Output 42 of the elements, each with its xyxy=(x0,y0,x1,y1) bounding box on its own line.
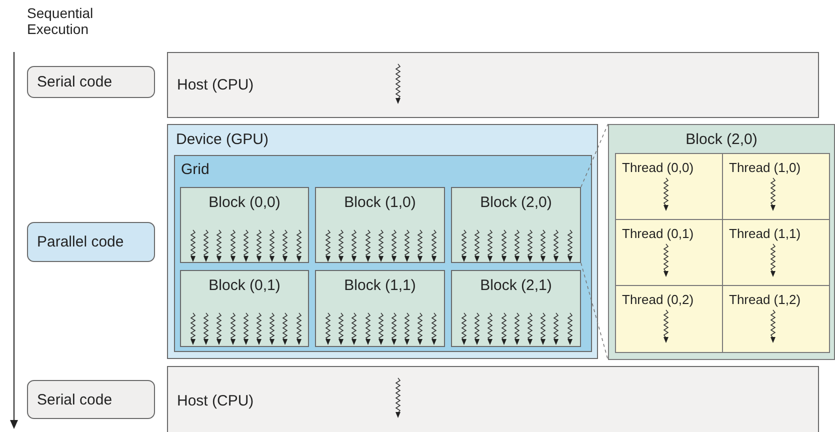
block-label: Block (2,1) xyxy=(479,277,553,294)
box-label: Serial code xyxy=(37,74,112,90)
box-label: Host (CPU) xyxy=(177,392,254,410)
box-label: Grid xyxy=(181,161,210,178)
block-box xyxy=(451,187,581,263)
thread-cell xyxy=(722,285,830,353)
box-label: Parallel code xyxy=(37,234,124,250)
block-box xyxy=(180,270,309,347)
block-box xyxy=(315,187,445,263)
block-box xyxy=(315,270,445,347)
block-label: Block (0,1) xyxy=(208,277,282,294)
axis-label: Sequential Execution xyxy=(27,5,94,37)
block-label: Thread (1,2) xyxy=(729,292,801,307)
block-box xyxy=(451,270,581,347)
box-label: Device (GPU) xyxy=(176,131,269,148)
block-label: Thread (1,1) xyxy=(729,226,801,241)
zoom-leader-line xyxy=(580,124,608,360)
box-label: Host (CPU) xyxy=(177,76,254,94)
thread-cell xyxy=(615,285,723,353)
thread-cell xyxy=(722,219,830,286)
block-detail-panel xyxy=(608,124,835,360)
thread-cell xyxy=(615,219,723,286)
device-panel xyxy=(167,124,598,359)
block-label: Block (0,0) xyxy=(208,194,282,211)
block-label: Thread (1,0) xyxy=(729,160,801,175)
block-label: Thread (0,0) xyxy=(622,160,694,175)
block-label: Thread (0,2) xyxy=(622,292,694,307)
block-label: Thread (0,1) xyxy=(622,226,694,241)
host-panel xyxy=(167,52,819,118)
block-label: Block (2,0) xyxy=(479,194,553,211)
block-box xyxy=(180,187,309,263)
thread-cell xyxy=(615,153,723,220)
grid-panel xyxy=(174,155,592,352)
block-label: Block (2,0) xyxy=(684,131,758,148)
code-box xyxy=(27,222,155,262)
block-label: Block (1,0) xyxy=(343,194,417,211)
host-panel xyxy=(167,366,819,432)
thread-cell xyxy=(722,153,830,220)
box-label: Serial code xyxy=(37,391,112,408)
code-box xyxy=(27,380,155,419)
code-box xyxy=(27,66,155,98)
block-label: Block (1,1) xyxy=(343,277,417,294)
